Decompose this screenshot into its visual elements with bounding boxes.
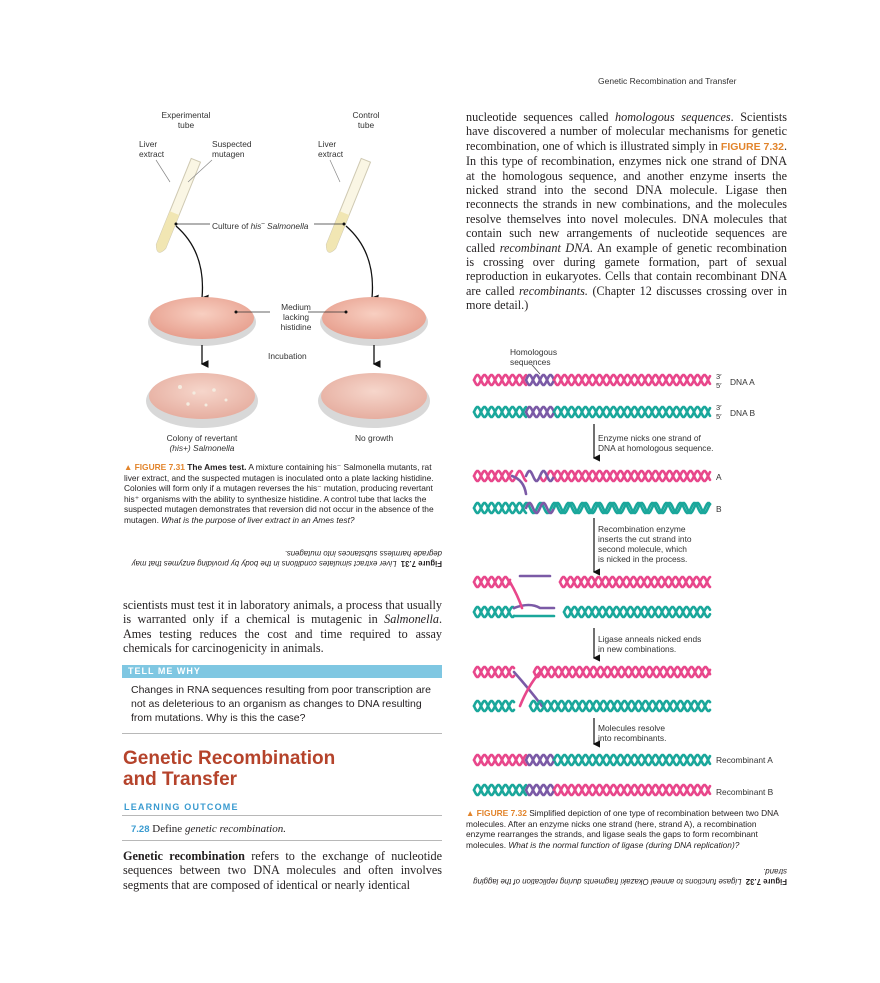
- dna-helices: [472, 373, 712, 797]
- helix-dna-a-strand1: [552, 373, 712, 387]
- helix-nicked-b-strand2: [524, 501, 556, 515]
- helix-recombinant-b-strand2: [524, 783, 556, 797]
- learning-outcome-item: 7.28 Define genetic recombination.: [131, 823, 286, 835]
- no-growth-label: No growth: [355, 433, 394, 443]
- helix-rec-a-left-strand1: [472, 575, 512, 589]
- arrow-tube-to-dish-left: [175, 225, 209, 303]
- helix-rec-a-left-strand2: [472, 575, 512, 589]
- helix-dna-a-strand2: [552, 373, 712, 387]
- helix-nicked-b-strand2: [472, 501, 528, 515]
- medium-label: Medium lacking histidine: [280, 302, 312, 332]
- suspected-mutagen-label: Suspected mutagen: [212, 139, 252, 159]
- tell-me-why-bar: [122, 665, 442, 678]
- dna-b-primes: 3′5′: [716, 403, 722, 421]
- helix-lig-b-left-strand2: [472, 699, 516, 713]
- helix-recombinant-b-strand2: [472, 783, 528, 797]
- dna-a-label: DNA A: [730, 377, 755, 387]
- step-4-label: Molecules resolve into recombinants.: [598, 723, 667, 743]
- helix-dna-b-strand2: [552, 405, 712, 419]
- helix-rec-a-right-strand2: [558, 575, 712, 589]
- helix-dna-b-strand1: [472, 405, 528, 419]
- recombinant-b-label: Recombinant B: [716, 787, 774, 797]
- revertant-colony-label: Colony of revertant(his+) Salmonella: [166, 433, 238, 453]
- recombinant-a-label: Recombinant A: [716, 755, 773, 765]
- homologous-sequences-label: Homologous sequences: [510, 347, 558, 367]
- helix-recombinant-a-strand2: [552, 753, 712, 767]
- strand-a-label: A: [716, 472, 722, 482]
- learning-outcome-rule-bottom: [122, 840, 442, 841]
- figure-7-31-answer: Figure 7.31 Liver extract simulates cond…: [131, 549, 442, 568]
- dish-control-medium: [320, 297, 428, 346]
- nicked-strand: [510, 474, 528, 496]
- helix-recombinant-b-strand1: [472, 783, 528, 797]
- figure-7-31-caption: ▲ FIGURE 7.31 The Ames test. A mixture c…: [124, 462, 434, 525]
- recombination-diagram: [472, 364, 712, 797]
- tell-me-why-rule: [122, 733, 442, 734]
- control-tube: [325, 157, 372, 253]
- helix-lig-a-left-strand2: [472, 665, 516, 679]
- helix-dna-a-strand1: [472, 373, 528, 387]
- helix-recombinant-b-strand2: [552, 783, 712, 797]
- step-2-label: Recombination enzyme inserts the cut str…: [598, 524, 692, 564]
- dish-experimental-medium: [148, 297, 256, 346]
- running-head: Genetic Recombination and Transfer: [598, 76, 737, 86]
- helix-recombinant-a-strand2: [472, 753, 528, 767]
- control-tube-label: Control tube: [352, 110, 380, 130]
- helix-lig-b-right-strand1: [528, 699, 712, 713]
- culture-label: Culture of his– Salmonella: [212, 220, 309, 231]
- dish-no-growth: [318, 373, 430, 428]
- dish-revertant-colonies: [146, 373, 258, 428]
- step-1-label: Enzyme nicks one strand of DNA at homolo…: [598, 433, 714, 453]
- incubation-label: Incubation: [268, 351, 307, 361]
- helix-dna-a-strand2: [472, 373, 528, 387]
- experimental-tube-label: Experimental tube: [161, 110, 211, 130]
- lig-cross-2: [518, 670, 542, 708]
- helix-nicked-a-strand2: [552, 469, 712, 483]
- tell-me-why-text: Changes in RNA sequences resulting from …: [131, 684, 431, 724]
- helix-nicked-a-strand2: [524, 469, 556, 483]
- figure-7-32-caption: ▲ FIGURE 7.32 Simplified depiction of on…: [466, 808, 779, 850]
- dna-b-label: DNA B: [730, 408, 756, 418]
- step-3-label: Ligase anneals nicked ends in new combin…: [598, 634, 702, 654]
- rec-purple-2: [512, 603, 556, 610]
- helix-recombinant-a-strand1: [552, 753, 712, 767]
- liver-extract-label-left: Liver extract: [139, 139, 165, 159]
- experimental-tube: [155, 157, 213, 253]
- helix-lig-a-right-strand2: [532, 665, 712, 679]
- helix-dna-a-strand2: [524, 373, 556, 387]
- rec-cross: [508, 580, 524, 610]
- helix-recombinant-a-strand1: [472, 753, 528, 767]
- dna-a-primes: 3′5′: [716, 372, 722, 390]
- helix-recombinant-a-strand2: [524, 753, 556, 767]
- helix-lig-b-right-strand2: [528, 699, 712, 713]
- ames-test-diagram: [146, 157, 430, 428]
- helix-nicked-b-strand2: [552, 501, 712, 515]
- learning-outcome-rule-top: [122, 815, 442, 816]
- liver-extract-label-right: Liver extract: [318, 139, 344, 159]
- helix-nicked-a-strand2: [472, 469, 528, 483]
- learning-outcome-label: LEARNING OUTCOME: [124, 802, 239, 812]
- helix-rec-b-right-strand2: [562, 605, 712, 619]
- strand-b-label: B: [716, 504, 722, 514]
- body-paragraph-genetic-recombination: Genetic recombination refers to the exch…: [123, 849, 442, 892]
- figure-7-32-answer: Figure 7.32 Ligase functions to anneal O…: [473, 867, 787, 886]
- helix-rec-a-right-strand1: [558, 575, 712, 589]
- body-paragraph-right: nucleotide sequences called homologous s…: [466, 110, 787, 313]
- helix-rec-b-right-strand1: [562, 605, 712, 619]
- tell-me-why-label: TELL ME WHY: [128, 666, 201, 676]
- helix-dna-b-strand2: [524, 405, 556, 419]
- helix-dna-b-strand2: [472, 405, 528, 419]
- helix-nicked-b-strand1: [472, 501, 712, 515]
- helix-rec-b-left-strand2: [472, 605, 516, 619]
- body-paragraph-left: scientists must test it in laboratory an…: [123, 598, 442, 656]
- arrow-tube-to-dish-right: [345, 225, 379, 303]
- helix-dna-b-strand1: [552, 405, 712, 419]
- helix-recombinant-b-strand1: [552, 783, 712, 797]
